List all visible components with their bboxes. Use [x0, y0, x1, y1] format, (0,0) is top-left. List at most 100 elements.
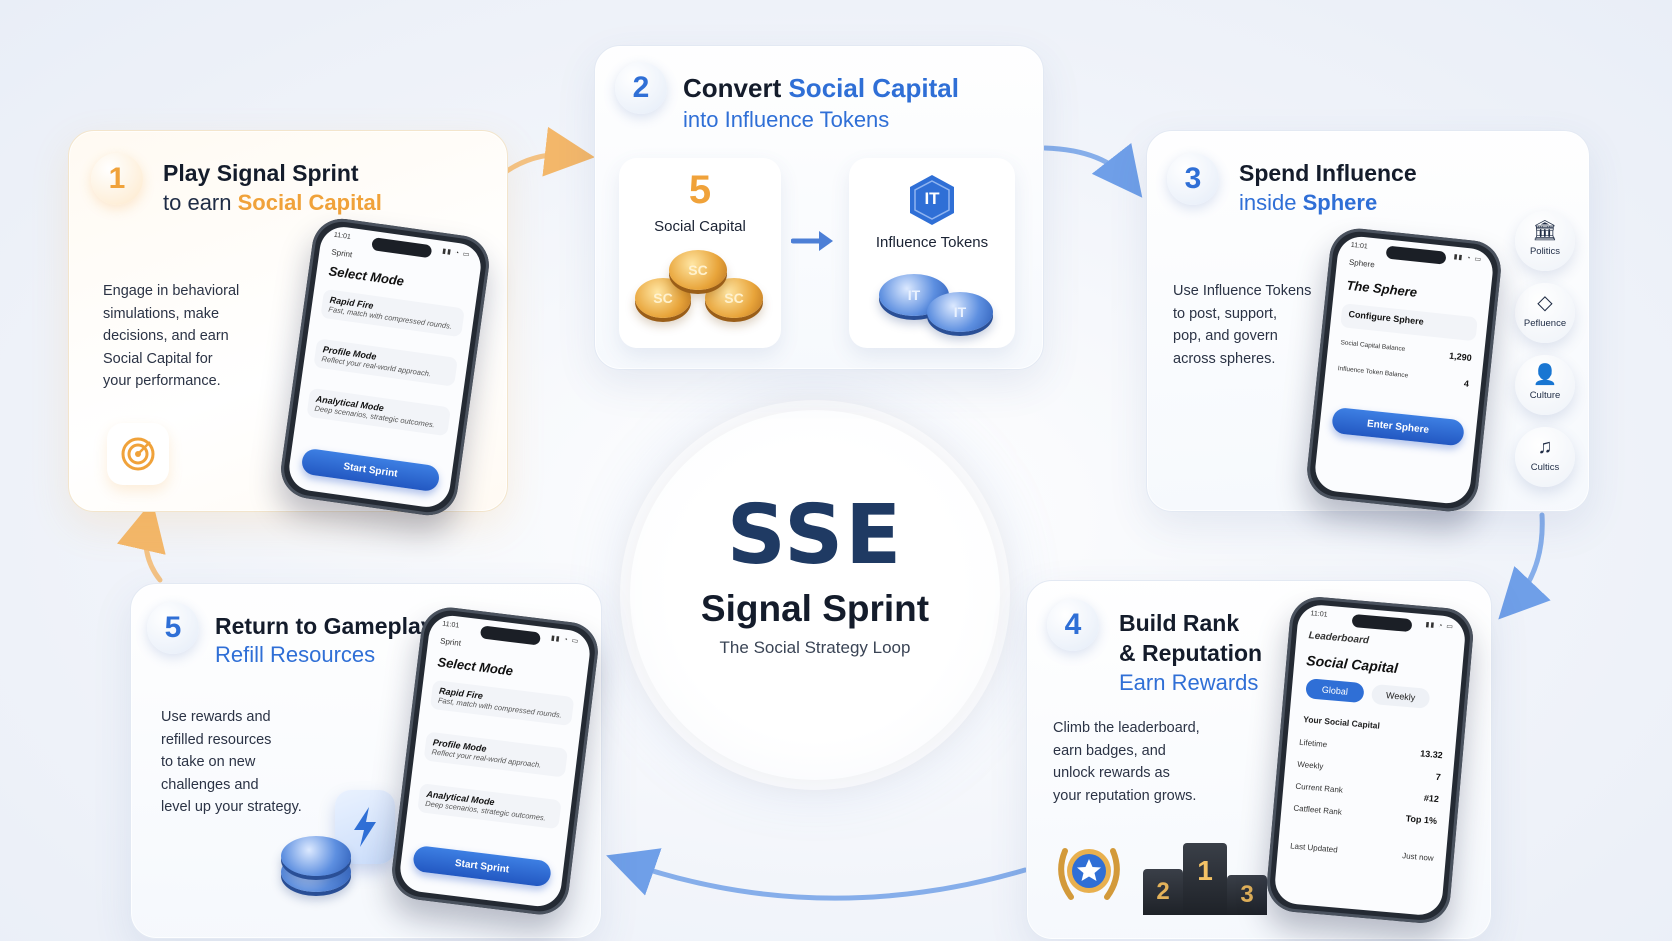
row-label: Current Rank	[1295, 782, 1343, 796]
sprint-phone-return: 11:01 ▮▮ ◔ ▭ Sprint Select Mode Rapid Fi…	[389, 604, 602, 918]
step5-desc-line: refilled resources	[161, 729, 341, 752]
sphere-phone: 11:01 ▮▮ ◔ ▭ Sphere The Sphere Configure…	[1304, 226, 1503, 514]
start-sprint-button[interactable]: Start Sprint	[300, 448, 440, 493]
start-sprint-button[interactable]: Start Sprint	[412, 845, 552, 888]
center-hub: SSE Signal Sprint The Social Strategy Lo…	[630, 410, 1000, 780]
step4-number: 4	[1047, 599, 1099, 651]
sphere-label: Culture	[1515, 390, 1575, 401]
sphere-label: Cultics	[1515, 462, 1575, 473]
step1-desc-line: Engage in behavioral	[103, 280, 253, 303]
step3-description: Use Influence Tokens to post, support, p…	[1173, 280, 1323, 370]
social-capital-tile: 5 Social Capital SC SC SC	[619, 158, 781, 348]
phone-time: 11:01	[1350, 242, 1368, 251]
step3-desc-line: across spheres.	[1173, 348, 1323, 371]
tab-weekly[interactable]: Weekly	[1371, 684, 1431, 709]
center-subtitle: The Social Strategy Loop	[630, 638, 1000, 658]
step4-description: Climb the leaderboard, earn badges, and …	[1053, 717, 1223, 807]
sphere-culture[interactable]: 👤 Culture	[1515, 355, 1575, 415]
step4-title-line1: Build Rank	[1119, 609, 1239, 637]
phone-header: The Sphere	[1346, 278, 1418, 300]
institution-icon: 🏛	[1515, 220, 1575, 242]
phone-time: 11:01	[442, 621, 460, 630]
row-value: Top 1%	[1405, 813, 1437, 826]
step4-subtitle: Earn Rewards	[1119, 669, 1258, 697]
podium-third: 3	[1227, 875, 1267, 915]
arrow-5-to-1	[146, 520, 160, 580]
phone-header: Select Mode	[328, 263, 405, 288]
social-capital-value: 5	[619, 168, 781, 213]
row-label: Lifetime	[1299, 738, 1328, 750]
podium-second: 2	[1143, 869, 1183, 915]
social-capital-label: Social Capital	[619, 218, 781, 235]
step5-desc-line: level up your strategy.	[161, 796, 341, 819]
sphere-pefluence[interactable]: ◇ Pefluence	[1515, 283, 1575, 343]
last-updated-row: Last UpdatedJust now	[1290, 841, 1434, 863]
step2-subtitle: into Influence Tokens	[683, 106, 889, 134]
step5-number: 5	[147, 602, 199, 654]
arrow-4-to-5	[625, 862, 1025, 898]
step3-desc-line: to post, support,	[1173, 303, 1323, 326]
section-title: Your Social Capital	[1303, 714, 1380, 731]
step5-title: Return to Gameplay	[215, 612, 434, 640]
row-value: 1,290	[1449, 351, 1472, 363]
influence-tokens-tile: IT Influence Tokens IT IT	[849, 158, 1015, 348]
music-note-icon: ♫	[1515, 436, 1575, 458]
it-badge-text: IT	[904, 189, 960, 209]
gold-coin: SC	[669, 250, 727, 290]
phone-status-icons: ▮▮ ◔ ▭	[442, 247, 471, 259]
step1-title: Play Signal Sprint	[163, 159, 359, 187]
row-value: 13.32	[1420, 748, 1443, 760]
step3-title: Spend Influence	[1239, 159, 1417, 187]
row-label: Catfleet Rank	[1293, 804, 1342, 818]
step3-subtitle: inside Sphere	[1239, 189, 1377, 217]
phone-app-title: Sphere	[1349, 258, 1376, 270]
step1-desc-line: simulations, make	[103, 303, 253, 326]
row-label: Social Capital Balance	[1340, 339, 1406, 356]
step2-card: 2 Convert Social Capital into Influence …	[594, 45, 1044, 370]
step3-desc-line: Use Influence Tokens	[1173, 280, 1323, 303]
step1-subtitle-prefix: to earn	[163, 190, 238, 215]
podium: 2 1 3	[1143, 835, 1269, 915]
step3-desc-line: pop, and govern	[1173, 325, 1323, 348]
arrow-2-to-3	[1045, 148, 1130, 182]
row-value: Just now	[1402, 851, 1434, 863]
person-icon: 👤	[1515, 364, 1575, 386]
step1-desc-line: Social Capital for	[103, 348, 253, 371]
enter-sphere-button[interactable]: Enter Sphere	[1331, 407, 1465, 447]
step1-subtitle: to earn Social Capital	[163, 189, 382, 217]
diamond-icon: ◇	[1515, 292, 1575, 314]
step5-desc-line: challenges and	[161, 774, 341, 797]
step2-title-prefix: Convert	[683, 73, 788, 103]
step1-desc-line: your performance.	[103, 370, 253, 393]
sphere-politics[interactable]: 🏛 Politics	[1515, 211, 1575, 271]
step5-subtitle: Refill Resources	[215, 641, 375, 669]
step4-desc-line: earn badges, and	[1053, 740, 1223, 763]
phone-app-title: Sprint	[331, 247, 353, 259]
step5-desc-line: to take on new	[161, 751, 341, 774]
tab-global[interactable]: Global	[1305, 678, 1365, 703]
leader-row-lifetime: Lifetime 13.32	[1299, 738, 1443, 761]
row-label: Influence Token Balance	[1337, 365, 1408, 382]
step2-number: 2	[615, 62, 667, 114]
step1-desc-line: decisions, and earn	[103, 325, 253, 348]
config-label: Configure Sphere	[1348, 309, 1470, 332]
phone-status-icons: ▮▮ ◔ ▭	[550, 634, 579, 645]
configure-sphere[interactable]: Configure Sphere	[1340, 303, 1478, 341]
phone-status-icons: ▮▮ ◔ ▭	[1425, 620, 1454, 630]
phone-time: 11:01	[333, 232, 351, 241]
sphere-label: Politics	[1515, 246, 1575, 257]
phone-header: Select Mode	[437, 654, 514, 678]
convert-arrow-icon	[791, 229, 835, 253]
step1-subtitle-accent: Social Capital	[238, 190, 382, 215]
step4-desc-line: your reputation grows.	[1053, 785, 1223, 808]
sphere-cultics[interactable]: ♫ Cultics	[1515, 427, 1575, 487]
step3-number: 3	[1167, 153, 1219, 205]
phone-header: Social Capital	[1306, 652, 1399, 676]
